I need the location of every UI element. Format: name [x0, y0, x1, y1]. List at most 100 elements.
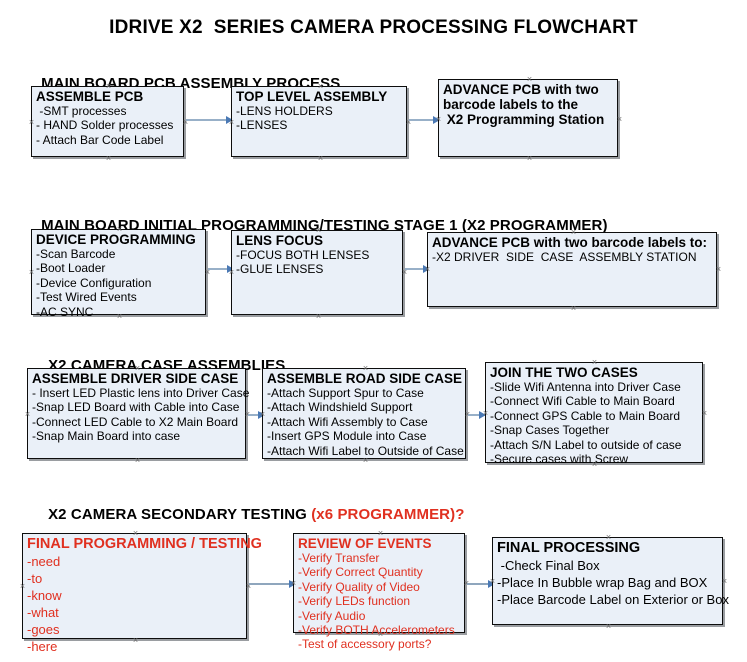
arrow-right-icon: [423, 265, 430, 273]
flow-box-line: -AC SYNC: [36, 304, 94, 319]
connector-review-of-events-to-final-processing: [467, 583, 492, 585]
arrow-right-icon: [488, 580, 495, 588]
arrow-right-icon: [289, 580, 296, 588]
flow-box-title: ADVANCE PCB with two barcode labels to:: [432, 235, 708, 250]
flow-box-line: -Snap Cases Together: [490, 423, 610, 438]
flow-box-title: REVIEW OF EVENTS: [298, 536, 432, 551]
flow-box-line: -Insert GPS Module into Case: [267, 429, 427, 444]
handle-right-icon[interactable]: [715, 266, 722, 273]
flow-box-line: -Attach Support Spur to Case: [267, 386, 424, 400]
flow-box-line: -Secure cases with Screw: [490, 452, 629, 467]
handle-bottom-icon[interactable]: [315, 313, 322, 320]
handle-bottom-icon[interactable]: [362, 457, 369, 464]
flow-box-line: -Check Final Box: [497, 558, 600, 573]
handle-left-icon[interactable]: [19, 583, 26, 590]
flow-box-line: -Attach Windshield Support: [267, 400, 413, 415]
connector-driver-side-to-road-side: [248, 414, 264, 416]
flow-box-line: -to: [27, 571, 43, 586]
flow-box-line: X2 Programming Station: [443, 112, 605, 127]
flow-box-device-programming[interactable]: DEVICE PROGRAMMING -Scan Barcode -Boot L…: [28, 229, 206, 319]
section-heading-x2-camera-secondary-testing: X2 CAMERA SECONDARY TESTING (x6 PROGRAMM…: [31, 489, 464, 540]
flow-box-line: -Place Barcode Label on Exterior or Box: [497, 592, 729, 607]
flow-box-line: -X2 DRIVER SIDE CASE ASSEMBLY STATION: [432, 250, 697, 264]
handle-bottom-icon[interactable]: [317, 155, 324, 162]
handle-right-icon[interactable]: [204, 269, 211, 276]
flow-box-line: -Place In Bubble wrap Bag and BOX: [497, 575, 708, 590]
flow-box-line: -here: [27, 639, 58, 654]
flow-box-line: -Boot Loader: [36, 261, 106, 276]
flow-box-line: -Connect LED Cable to X2 Main Board: [32, 414, 239, 429]
flow-box-assemble-driver-side-case[interactable]: ASSEMBLE DRIVER SIDE CASE - Insert LED P…: [24, 368, 250, 459]
arrow-right-icon: [479, 411, 486, 419]
handle-right-icon[interactable]: [701, 410, 708, 417]
handle-bottom-icon[interactable]: [526, 155, 533, 162]
handle-right-icon[interactable]: [616, 116, 623, 123]
flow-box-title: ADVANCE PCB with two: [443, 82, 599, 97]
flow-box-line: -need: [27, 554, 61, 569]
flow-box-line: -Snap LED Board with Cable into Case: [32, 400, 240, 415]
handle-right-icon[interactable]: [721, 578, 728, 585]
handle-left-icon[interactable]: [28, 119, 35, 126]
handle-bottom-icon[interactable]: [105, 155, 112, 162]
flow-box-line: -Attach S/N Label to outside of case: [490, 437, 682, 452]
flow-box-line: -Verify Quality of Video: [298, 579, 420, 594]
flow-box-review-of-events[interactable]: REVIEW OF EVENTS -Verify Transfer -Verif…: [293, 533, 465, 651]
flow-box-advance-pcb-to-x2-programming-station[interactable]: ADVANCE PCB with two barcode labels to t…: [438, 79, 618, 157]
flow-box-line: -know: [27, 588, 62, 603]
flow-box-assemble-pcb[interactable]: ASSEMBLE PCB -SMT processes - HAND Solde…: [31, 86, 184, 157]
connector-final-programming-to-review-of-events: [249, 583, 293, 585]
flow-box-line: - Insert LED Plastic lens into Driver Ca…: [32, 386, 250, 400]
flow-box-line: barcode labels to the: [443, 97, 579, 112]
connector-assemble-pcb-to-top-level-assembly: [186, 119, 228, 121]
arrow-right-icon: [433, 116, 440, 124]
flow-box-join-the-two-cases[interactable]: JOIN THE TWO CASES -Slide Wifi Antenna i…: [485, 362, 703, 467]
flow-box-title: JOIN THE TWO CASES: [490, 365, 638, 380]
handle-right-icon[interactable]: [401, 269, 408, 276]
section-heading-accent-text: (x6 PROGRAMMER)?: [311, 506, 465, 523]
connector-top-level-assembly-to-advance-pcb: [409, 119, 436, 121]
flow-box-lens-focus[interactable]: LENS FOCUS -FOCUS BOTH LENSES -GLUE LENS…: [231, 230, 403, 315]
page-title: IDRIVE X2 SERIES CAMERA PROCESSING FLOWC…: [109, 17, 638, 38]
flow-box-line: -SMT processes: [36, 104, 127, 118]
flow-box-title: ASSEMBLE ROAD SIDE CASE: [267, 371, 463, 386]
flow-box-line: -Slide Wifi Antenna into Driver Case: [490, 380, 681, 394]
handle-left-icon[interactable]: [28, 269, 35, 276]
handle-bottom-icon[interactable]: [134, 457, 141, 464]
flow-box-line: - Attach Bar Code Label: [36, 132, 164, 147]
flow-box-line: -Attach Wifi Label to Outside of Case: [267, 443, 464, 458]
handle-left-icon[interactable]: [24, 411, 31, 418]
flow-box-line: -GLUE LENSES: [236, 262, 324, 277]
arrow-right-icon: [226, 116, 233, 124]
flow-box-advance-pcb-to-driver-side-case[interactable]: ADVANCE PCB with two barcode labels to: …: [427, 232, 717, 307]
flow-box-line: -Verify Transfer: [298, 551, 380, 565]
handle-bottom-icon[interactable]: [605, 623, 612, 630]
flow-box-line: -Test Wired Events: [36, 290, 137, 305]
flow-box-line: - HAND Solder processes: [36, 118, 174, 133]
section-heading-text: X2 CAMERA SECONDARY TESTING: [48, 506, 312, 523]
connector-road-side-to-join-cases: [468, 414, 485, 416]
flow-box-line: -LENS HOLDERS: [236, 104, 333, 118]
flow-box-title: ASSEMBLE DRIVER SIDE CASE: [32, 371, 239, 386]
handle-bottom-icon[interactable]: [570, 305, 577, 312]
connector-device-programming-to-lens-focus: [208, 268, 230, 270]
flow-box-line: -Device Configuration: [36, 275, 152, 290]
flow-box-title: TOP LEVEL ASSEMBLY: [236, 89, 388, 104]
flow-box-line: -Connect GPS Cable to Main Board: [490, 408, 681, 423]
flow-box-title: FINAL PROCESSING: [497, 540, 641, 556]
flow-box-title: FINAL PROGRAMMING / TESTING: [27, 536, 262, 552]
flow-box-top-level-assembly[interactable]: TOP LEVEL ASSEMBLY -LENS HOLDERS -LENSES: [231, 86, 407, 157]
connector-lens-focus-to-advance-pcb: [405, 268, 427, 270]
flow-box-final-programming-testing[interactable]: FINAL PROGRAMMING / TESTING -need -to -k…: [19, 533, 262, 654]
flow-box-assemble-road-side-case[interactable]: ASSEMBLE ROAD SIDE CASE -Attach Support …: [262, 368, 466, 459]
flow-box-line: -what: [27, 605, 59, 620]
flow-box-line-overflow: -Test of accessory ports?: [298, 637, 432, 652]
flow-box-line: -Snap Main Board into case: [32, 429, 181, 444]
flow-box-line: -Verify LEDs function: [298, 594, 411, 609]
flow-box-final-processing[interactable]: FINAL PROCESSING -Check Final Box -Place…: [492, 537, 729, 625]
flow-box-line: -Verify Correct Quantity: [298, 565, 423, 580]
flow-box-title: DEVICE PROGRAMMING: [36, 232, 196, 247]
flow-box-line: -Verify BOTH Accelerometers: [298, 623, 455, 638]
flow-box-title: LENS FOCUS: [236, 233, 324, 248]
flow-box-title: ASSEMBLE PCB: [36, 89, 144, 104]
